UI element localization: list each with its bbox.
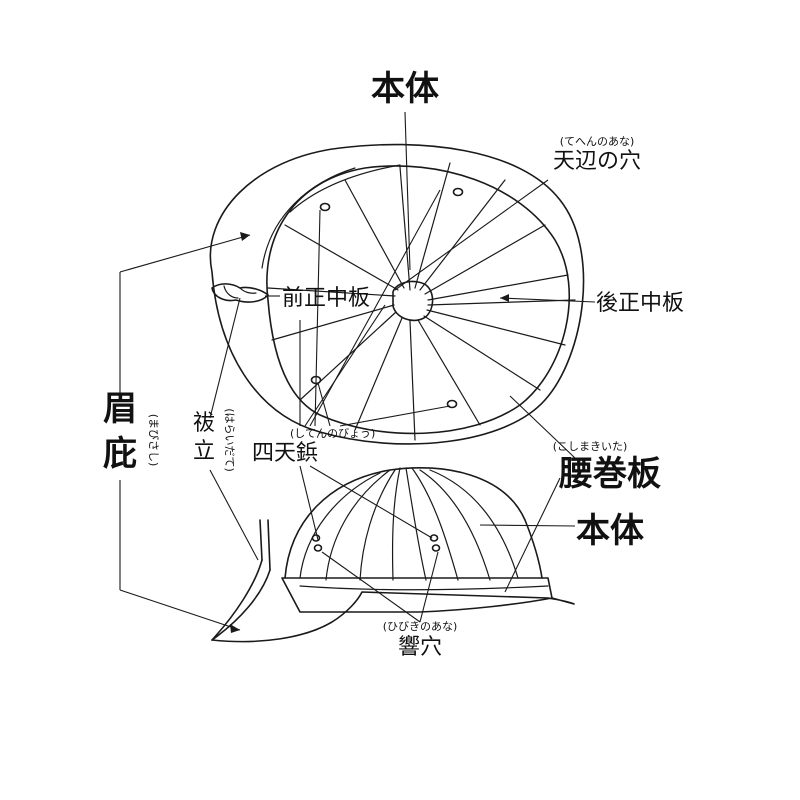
label-hibiki-hole: 響穴 — [398, 635, 442, 660]
dome-ribs — [299, 467, 519, 581]
bowl-inner-edge — [266, 165, 571, 435]
helmet-top-view — [209, 143, 585, 445]
ruby-koshimaki: (こしまきいた) — [553, 440, 628, 453]
label-mabisashi-1: 眉 — [103, 389, 137, 429]
label-tenpen-hole: 天辺の穴 — [553, 149, 641, 174]
dome-outline — [284, 467, 543, 579]
ruby-haraidate: (はらいだて) — [223, 408, 236, 472]
label-haraidate-2: 立 — [193, 439, 215, 464]
leader-lines — [119, 111, 596, 631]
shiten-rivet-4 — [446, 399, 458, 409]
arrow-heads — [230, 232, 509, 633]
label-shitenbyo: 四天鋲 — [252, 441, 318, 466]
koshimaki-band — [281, 577, 553, 613]
haraidate-ornament — [211, 283, 269, 303]
label-koshimaki: 腰巻板 — [559, 454, 661, 494]
helmet-side-view — [211, 467, 575, 643]
rim-step-line — [261, 167, 356, 269]
label-body-top: 本体 — [371, 69, 439, 109]
hibiki-hole-3 — [429, 534, 439, 542]
label-mae-shoitaban: 前正中板 — [282, 286, 370, 311]
label-ushiro-shoitaban: 後正中板 — [596, 291, 684, 316]
hibiki-hole-1 — [311, 534, 321, 542]
label-haraidate-1: 祓 — [193, 411, 215, 436]
label-mabisashi-2: 庇 — [103, 434, 137, 474]
ruby-hibiki: (ひびきのあな) — [383, 620, 458, 633]
haraidate-post — [259, 519, 271, 571]
shiten-rivet-1 — [319, 202, 331, 212]
shiten-rivet-2 — [452, 187, 464, 197]
label-body-side: 本体 — [576, 511, 644, 551]
hibiki-hole-2 — [313, 544, 323, 552]
hibiki-hole-4 — [431, 544, 441, 552]
rim-step-line-2 — [289, 164, 401, 213]
ruby-mabisashi: (まびさし) — [147, 414, 160, 467]
plate-ribs — [267, 162, 576, 441]
mabisashi-visor — [211, 559, 575, 643]
ruby-shitenbyo: (してんのびょう) — [290, 427, 375, 440]
ruby-tenpen: (てへんのあな) — [560, 135, 635, 148]
